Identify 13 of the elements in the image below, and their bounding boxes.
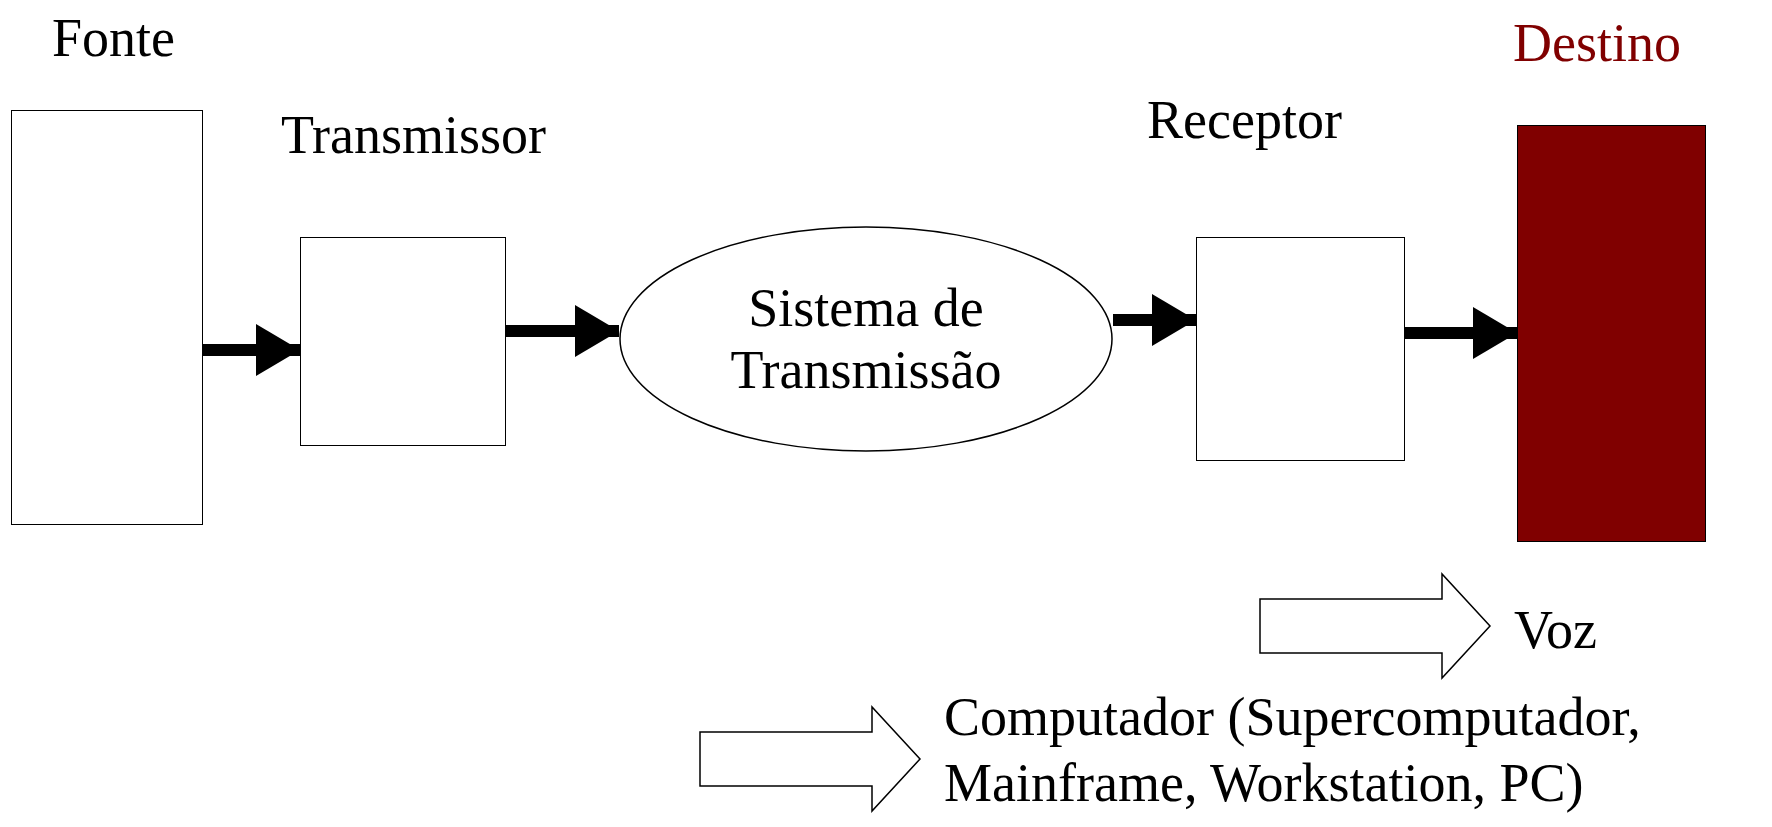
node-label: Sistema de Transmissão — [729, 276, 1003, 402]
arrow — [1405, 307, 1517, 359]
arrow — [506, 305, 619, 357]
hollow-arrow — [1259, 572, 1492, 680]
block-heading: Destino — [1513, 16, 1681, 70]
arrow — [203, 324, 300, 376]
ellipse-node — [619, 226, 1113, 452]
block-heading: Fonte — [52, 11, 175, 65]
block-heading: Transmissor — [281, 108, 547, 162]
text-label: Computador (Supercomputador, Mainframe, Workstation, PC) — [920, 685, 1765, 817]
text-label: Voz — [1490, 598, 1640, 664]
hollow-arrow — [699, 705, 922, 813]
arrow — [1113, 294, 1196, 346]
